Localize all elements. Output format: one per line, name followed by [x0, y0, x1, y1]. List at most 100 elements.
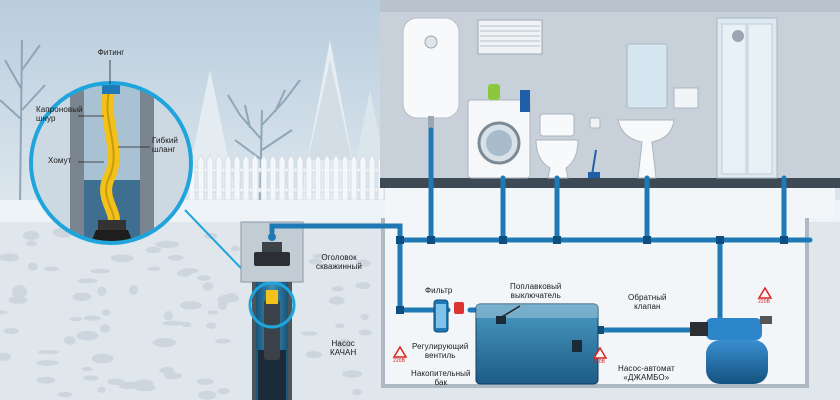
- fence-picket: [233, 154, 241, 201]
- soil-pebble: [312, 253, 329, 259]
- soil-pebble: [177, 269, 192, 277]
- fence-picket: [251, 154, 259, 201]
- soil-pebble: [301, 331, 318, 336]
- fence-picket: [296, 154, 304, 201]
- fence-picket: [278, 154, 286, 201]
- fence-picket: [260, 154, 268, 201]
- soil-pebble: [8, 296, 28, 304]
- warning-triangle-icon: [392, 286, 773, 359]
- soil-pebble: [167, 254, 184, 261]
- soil-pebble: [101, 309, 111, 316]
- fence-picket: [206, 154, 214, 201]
- soil-pebble: [206, 322, 217, 329]
- soil-pebble: [99, 324, 111, 333]
- soil-pebble: [72, 292, 92, 302]
- soil-pebble: [37, 350, 60, 355]
- fence-picket: [332, 154, 340, 201]
- soil-pebble: [358, 329, 373, 336]
- toilet-icon: [535, 113, 601, 179]
- fence-picket: [305, 154, 313, 201]
- soil-pebble: [69, 317, 83, 322]
- soil-pebble: [146, 266, 161, 271]
- soil-pebble: [118, 381, 139, 390]
- soil-pebble: [83, 315, 101, 321]
- label-check-valve: Обратный клапан: [628, 293, 667, 311]
- soil-pebble: [12, 285, 27, 295]
- label-pump: Насос КАЧАН: [330, 339, 357, 357]
- fence-picket: [269, 154, 277, 201]
- pipe-fitting: [716, 236, 724, 244]
- soil-pebble: [0, 310, 8, 315]
- soil-pebble: [207, 310, 219, 315]
- fence-picket: [323, 154, 331, 201]
- well-callout-ring: [248, 281, 296, 329]
- soil-pebble: [355, 282, 371, 290]
- soil-pebble: [82, 375, 99, 381]
- fence-picket: [359, 154, 367, 201]
- fence-picket: [242, 154, 250, 201]
- soil-pebble: [97, 386, 106, 393]
- soil-pebble: [76, 330, 99, 341]
- washing-machine-icon: [467, 84, 531, 179]
- soil-pebble: [152, 338, 176, 348]
- warning-label-3: 220В: [758, 299, 771, 305]
- soil-pebble: [159, 367, 175, 374]
- window-blinds: [477, 19, 543, 55]
- label-storage-tank: Накопительный бак: [411, 369, 471, 387]
- label-pump-station: Насос-автомат «ДЖАМБО»: [618, 364, 675, 382]
- soil-pebble: [360, 313, 369, 321]
- fence-picket: [314, 154, 322, 201]
- fence-picket: [350, 154, 358, 201]
- soil-pebble: [82, 366, 93, 372]
- pump-icon: [264, 290, 280, 360]
- fence-picket: [341, 154, 349, 201]
- soil-pebble: [355, 259, 371, 267]
- soil-pebble: [36, 376, 55, 384]
- soil-pebble: [145, 246, 162, 254]
- soil-pebble: [202, 282, 214, 291]
- soil-pebble: [64, 336, 76, 345]
- pipe-fitting: [780, 236, 788, 244]
- soil-pebble: [162, 321, 185, 326]
- fence-picket: [368, 154, 376, 201]
- soil-pebble: [217, 388, 230, 395]
- soil-pebble: [198, 390, 217, 400]
- tank-icon: [475, 303, 599, 385]
- soil-pebble: [27, 262, 38, 271]
- soil-pebble: [57, 391, 73, 398]
- soil-pebble: [328, 296, 345, 305]
- fence-picket: [287, 154, 295, 201]
- soil-pebble: [36, 360, 59, 366]
- soil-pebble: [0, 352, 11, 361]
- label-clamp: Хомут: [48, 156, 72, 165]
- soil-pebble: [331, 286, 344, 292]
- soil-pebble: [230, 245, 241, 252]
- shower-icon: [716, 17, 778, 179]
- label-flex-hose: Гибкий шланг: [152, 136, 178, 154]
- pipe-fitting: [643, 236, 651, 244]
- pipe-fitting: [499, 236, 507, 244]
- warning-label-1: 220В: [393, 358, 406, 364]
- soil-pebble: [214, 338, 231, 344]
- soil-pebble: [163, 311, 173, 321]
- soil-pebble: [44, 266, 60, 272]
- soil-pebble: [227, 293, 237, 298]
- soil-pebble: [342, 370, 363, 378]
- soil-pebble: [0, 253, 19, 262]
- soil-pebble: [163, 372, 179, 377]
- label-filter: Фильтр: [425, 286, 453, 295]
- filter-icon: [433, 299, 464, 333]
- pipe-fitting: [596, 326, 604, 334]
- detail-callout: [29, 60, 193, 245]
- soil-pebble: [179, 301, 202, 310]
- warning-label-2: 220В: [593, 359, 606, 365]
- soil-pebble: [197, 378, 214, 385]
- fence-picket: [215, 154, 223, 201]
- soil-pebble: [91, 353, 114, 364]
- soil-pebble: [217, 299, 228, 310]
- soil-pebble: [110, 254, 134, 263]
- soil-pebble: [305, 351, 323, 359]
- soil-pebble: [155, 240, 180, 249]
